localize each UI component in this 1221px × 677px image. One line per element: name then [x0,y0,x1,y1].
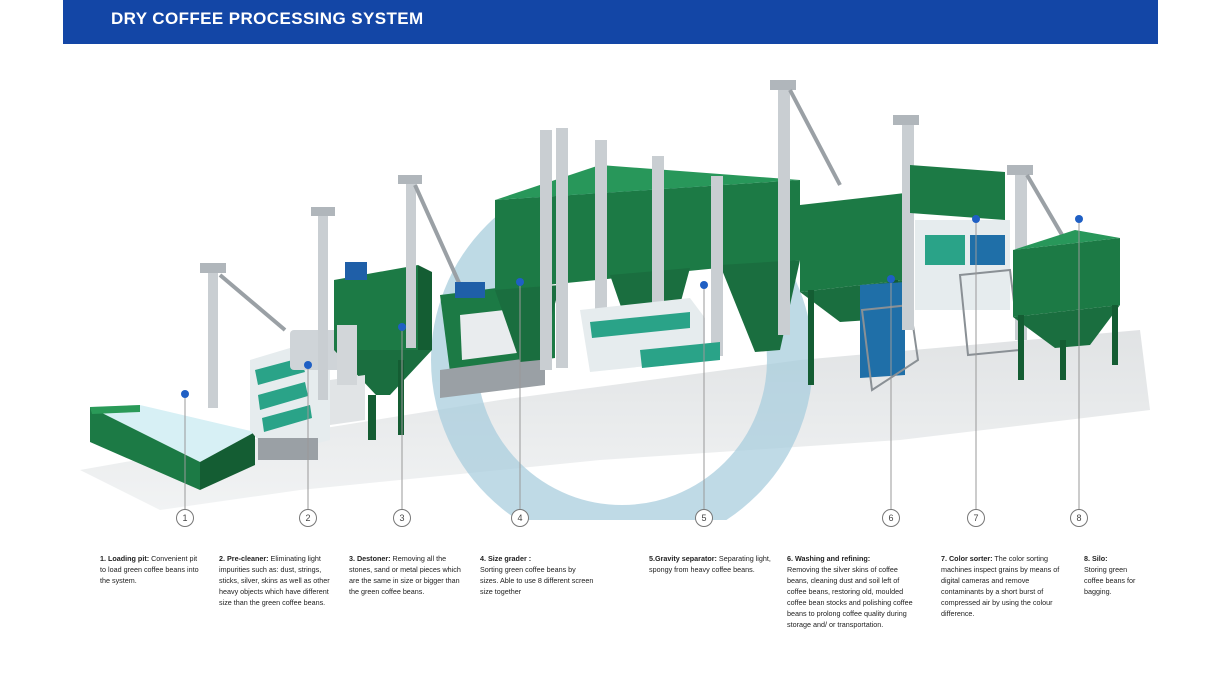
step-text: Convenient pit to load green coffee bean… [100,554,199,585]
title-banner: DRY COFFEE PROCESSING SYSTEM [63,0,1158,44]
step-title: 3. Destoner: [349,554,391,563]
step-description-2: 2. Pre-cleaner: Eliminating light impuri… [219,553,331,608]
step-title: 6. Washing and refining: [787,554,871,563]
step-title: 5.Gravity separator: [649,554,717,563]
color-sorter-machine [893,115,1022,357]
step-text: Storing green coffee beans for bagging. [1084,565,1136,596]
page-title: DRY COFFEE PROCESSING SYSTEM [111,9,424,28]
step-title: 8. Silo: [1084,554,1108,563]
step-title: 2. Pre-cleaner: [219,554,269,563]
pre-cleaner-machine [200,263,345,460]
step-description-7: 7. Color sorter: The color sorting machi… [941,553,1066,619]
step-description-4: 4. Size grader : Sorting green coffee bea… [480,553,595,597]
step-number-3: 3 [393,509,411,527]
step-number-2: 2 [299,509,317,527]
step-description-5: 5.Gravity separator: Separating light, s… [649,553,774,575]
step-text: Removing the silver skins of coffee bean… [787,565,913,629]
processing-line-illustration [80,80,1150,520]
step-text: The color sorting machines inspect grain… [941,554,1060,618]
step-description-6: 6. Washing and refining: Removing the sil… [787,553,917,630]
step-description-3: 3. Destoner: Removing all the stones, sa… [349,553,464,597]
step-number-1: 1 [176,509,194,527]
step-description-8: 8. Silo: Storing green coffee beans for b… [1084,553,1144,597]
step-text: Removing all the stones, sand or metal p… [349,554,461,596]
step-number-4: 4 [511,509,529,527]
step-title: 1. Loading pit: [100,554,150,563]
loading-pit-machine [90,405,255,490]
step-number-7: 7 [967,509,985,527]
step-text: Sorting green coffee beans by sizes. Abl… [480,565,594,596]
leader-lines [184,219,1080,510]
position-markers [181,215,1083,398]
step-number-5: 5 [695,509,713,527]
step-description-1: 1. Loading pit: Convenient pit to load g… [100,553,205,586]
silo-machine [1007,165,1120,380]
washing-refining-machine [770,80,920,392]
step-title: 4. Size grader : [480,554,532,563]
step-text: Eliminating light impurities such as: du… [219,554,330,607]
step-text: Separating light, spongy from heavy coff… [649,554,771,574]
gravity-separator-machine [495,128,800,372]
step-number-8: 8 [1070,509,1088,527]
step-number-6: 6 [882,509,900,527]
destoner-machine [311,207,432,440]
step-title: 7. Color sorter: [941,554,993,563]
